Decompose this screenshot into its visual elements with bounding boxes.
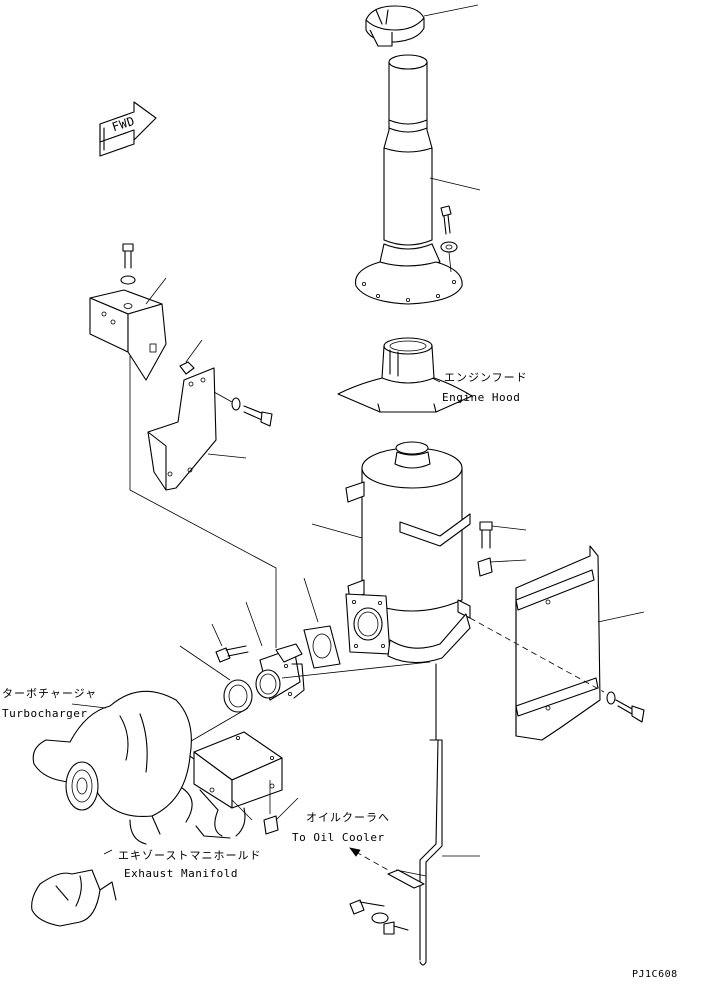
bolt: [211, 623, 249, 663]
bolt: [122, 243, 134, 269]
engine-hood-label-en: Engine Hood: [442, 391, 521, 404]
washer: [231, 397, 241, 411]
leader-line: [207, 453, 247, 459]
exhaust-stack: [354, 54, 481, 305]
heat-shield-right: [515, 545, 645, 741]
gasket: [303, 577, 341, 669]
gasket: [179, 645, 253, 713]
exhaust-manifold-label-en: Exhaust Manifold: [124, 867, 238, 880]
oil-cooler-label-jp: オイルクーラへ: [306, 811, 390, 824]
exhaust-manifold: [31, 731, 283, 927]
leader-line: [423, 4, 479, 17]
muffler: [311, 441, 471, 664]
fwd-arrow: [99, 101, 157, 157]
washer: [120, 275, 136, 285]
washer: [440, 241, 458, 253]
nut: [263, 797, 299, 835]
bolt: [615, 699, 645, 723]
exhaust-adapter: [245, 601, 305, 701]
bolt: [243, 405, 273, 427]
reference-line: [129, 356, 277, 648]
bolt: [349, 899, 409, 935]
drawing-code: PJ1C608: [632, 969, 678, 980]
engine-hood-seal: [337, 337, 473, 413]
bolt: [479, 521, 527, 549]
turbocharger-label-jp: ターボチャージャ: [2, 687, 98, 700]
oil-cooler-tube: [419, 663, 480, 966]
engine-hood-label-jp: エンジンフード: [444, 371, 528, 384]
tube-clamp: [387, 869, 427, 889]
exhaust-manifold-label-jp: エキゾーストマニホールド: [118, 849, 262, 862]
leader-line: [597, 611, 645, 623]
turbocharger-label-en: Turbocharger: [2, 707, 88, 720]
nut: [477, 557, 527, 577]
leader-line: [145, 277, 167, 305]
heat-shield-left: [147, 367, 247, 491]
bolt: [440, 205, 452, 235]
rain-cap: [365, 4, 479, 47]
leader-line: [311, 523, 363, 539]
flow-arrow: [349, 847, 389, 871]
mounting-bracket: [89, 277, 167, 381]
leader-line: [429, 177, 481, 191]
washer: [606, 691, 616, 705]
leader-line: [245, 601, 263, 647]
oil-cooler-label-en: To Oil Cooler: [292, 831, 385, 844]
nut: [179, 339, 203, 375]
